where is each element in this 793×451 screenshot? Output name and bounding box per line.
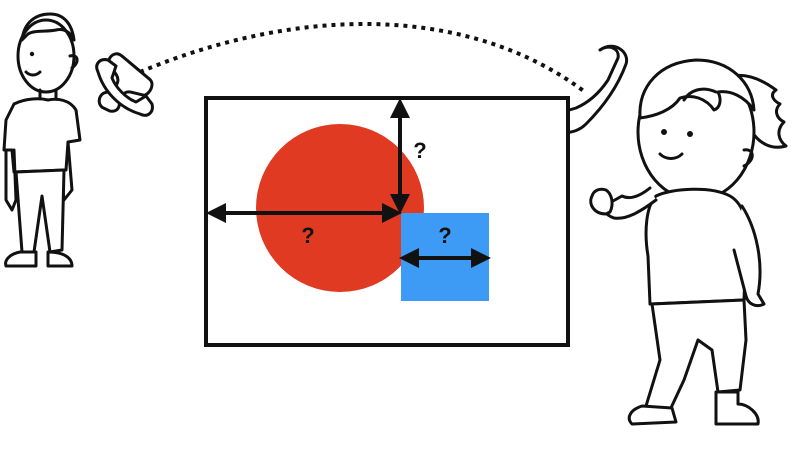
left-handset-body	[95, 58, 154, 117]
call-connection-arc	[139, 22, 587, 94]
man-figure	[2, 12, 82, 268]
circle-width-label: ?	[301, 223, 314, 248]
circle-height-label: ?	[413, 138, 426, 163]
square-width-label: ?	[438, 223, 451, 248]
woman-figure	[589, 58, 788, 426]
